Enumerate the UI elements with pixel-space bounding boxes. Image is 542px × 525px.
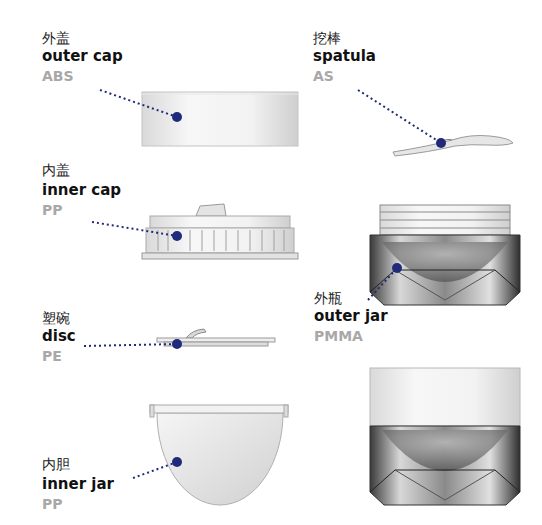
- part-name-en: outer cap: [42, 48, 123, 65]
- outer-cap-drawing: [142, 92, 298, 146]
- part-name-zh: 内胆: [42, 456, 70, 472]
- part-name-zh: 外瓶: [314, 290, 342, 306]
- material-name: AS: [313, 68, 334, 84]
- part-name-zh: 挖棒: [313, 30, 341, 46]
- part-name-zh: 塑碗: [42, 310, 70, 326]
- part-name-en: inner jar: [42, 476, 114, 493]
- inner-jar-drawing: [150, 405, 288, 505]
- inner-cap-drawing: [142, 204, 298, 259]
- spatula-drawing: [393, 136, 513, 157]
- leader-lines: [84, 90, 441, 478]
- material-name: PE: [42, 348, 62, 364]
- part-name-en: disc: [42, 328, 76, 345]
- part-name-zh: 内盖: [42, 162, 70, 178]
- part-name-en: outer jar: [314, 308, 388, 325]
- part-name-en: spatula: [313, 48, 376, 65]
- assembled-jar-drawing: [370, 368, 520, 505]
- material-name: PP: [42, 202, 63, 218]
- leader-dots: [172, 112, 446, 467]
- material-name: PMMA: [314, 328, 363, 344]
- outer-jar-drawing: [370, 205, 520, 305]
- part-name-en: inner cap: [42, 182, 121, 199]
- material-name: PP: [42, 496, 63, 512]
- material-name: ABS: [42, 68, 74, 84]
- part-name-zh: 外盖: [42, 30, 70, 46]
